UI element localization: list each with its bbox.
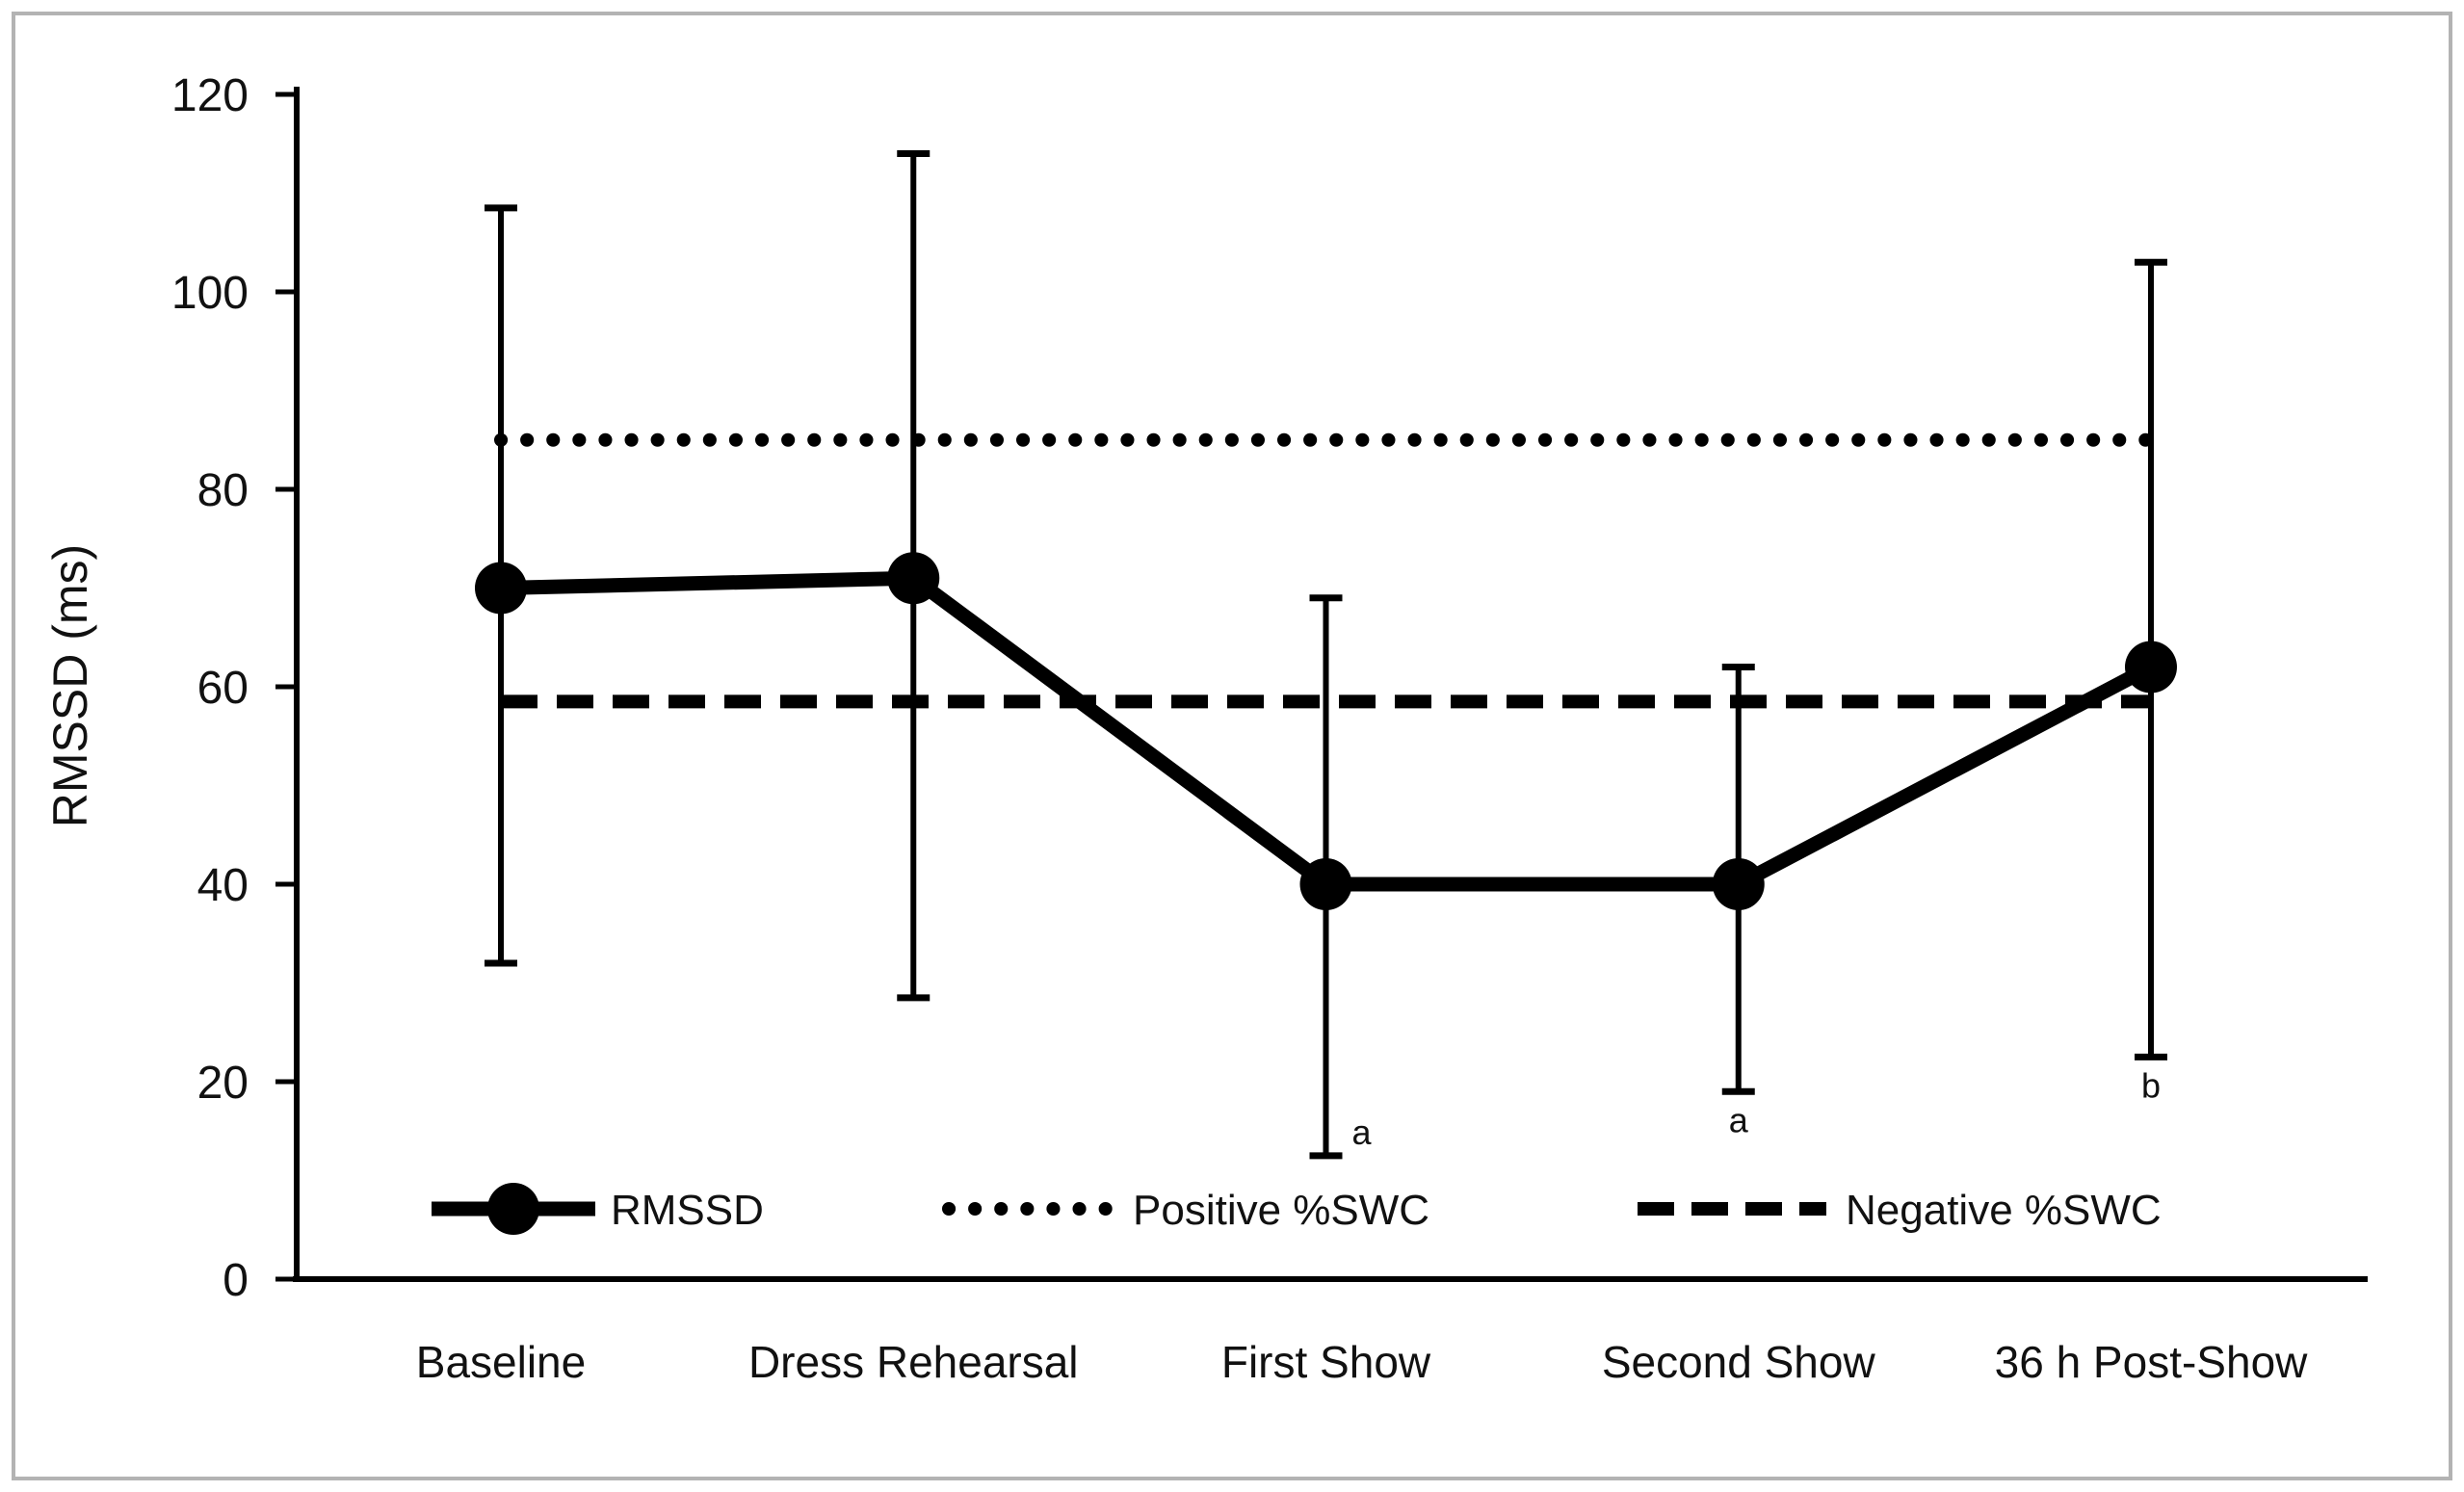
significance-letter: b	[2141, 1065, 2161, 1105]
y-axis-title: RMSSD (ms)	[43, 544, 97, 827]
rmssd-data-point	[475, 562, 527, 615]
x-axis-category-label: First Show	[1221, 1337, 1431, 1387]
rmssd-data-point	[1712, 858, 1765, 910]
rmssd-data-point	[887, 552, 940, 605]
figure-border	[12, 12, 2452, 1480]
y-axis-tick-label: 80	[197, 465, 249, 516]
significance-letter: a	[1351, 1112, 1372, 1152]
significance-letter: a	[1729, 1100, 1749, 1139]
y-axis-tick-label: 60	[197, 663, 249, 714]
y-axis-tick-label: 100	[171, 268, 249, 319]
y-axis-tick-label: 120	[171, 70, 249, 121]
x-axis-category-label: Dress Rehearsal	[748, 1337, 1079, 1387]
legend-label-rmssd: RMSSD	[611, 1187, 764, 1234]
legend-rmssd-marker-sample	[487, 1183, 539, 1235]
rmssd-data-point	[2125, 641, 2177, 694]
x-axis-category-label: Second Show	[1602, 1337, 1876, 1387]
rmssd-data-point	[1299, 858, 1352, 910]
y-axis-tick-label: 0	[223, 1255, 249, 1306]
x-axis-category-label: 36 h Post-Show	[1995, 1337, 2309, 1387]
y-axis-tick-label: 20	[197, 1058, 249, 1109]
legend: RMSSD Positive %SWC Negative %SWC	[432, 1183, 2162, 1235]
y-axis-tick-label: 40	[197, 860, 249, 911]
x-axis-category-label: Baseline	[416, 1337, 586, 1387]
series-layer	[475, 150, 2177, 1160]
annotation-layer: a a b	[1351, 1065, 2161, 1152]
legend-label-positive-swc: Positive %SWC	[1133, 1187, 1429, 1234]
legend-label-negative-swc: Negative %SWC	[1846, 1187, 2162, 1234]
